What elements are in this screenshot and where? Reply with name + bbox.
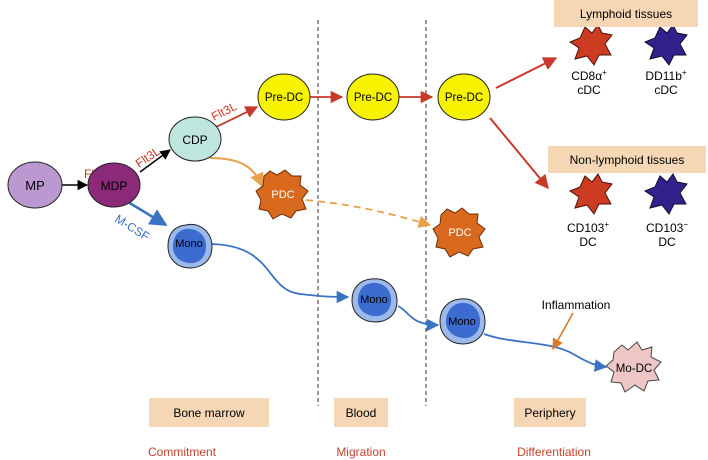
cd103-pos-dc-type: DC [579,235,597,249]
arrow-mono-periphery [397,305,440,332]
pdc-bone-marrow-label: PDC [271,189,294,201]
predc-bone-marrow-label: Pre-DC [265,92,303,104]
arrow-mono-modc [483,333,608,372]
cd103-pos-dc-cell [568,173,613,215]
mono-bone-marrow-nucleus [172,228,207,264]
arrow-inflammation [552,312,574,350]
mono-blood-label: Mono [360,294,388,306]
pdc-bone-marrow-cell [255,169,309,220]
mdp-label: MDP [101,179,128,193]
predc-bone-marrow-cell [257,73,311,121]
periphery-box [514,398,586,427]
arrow-mono-blood [211,243,350,304]
mono-blood-nucleus [357,282,392,317]
modc-cell [605,341,662,393]
mp-label: MP [25,178,45,193]
lymphoid-tissues-box [554,0,698,27]
arrow-pdc-periphery [305,199,432,228]
arrow-mdp-cdp [139,149,171,173]
bone-marrow-box [149,398,269,427]
predc-periphery-cell [437,73,491,121]
migration-label: Migration [336,445,385,459]
cd8-cdc-type: cDC [577,83,601,97]
cd103-neg-dc-type: DC [658,235,676,249]
cd11b-cdc-cell [643,24,688,66]
commitment-label: Commitment [148,445,217,459]
pdc-periphery-label: PDC [448,227,471,239]
bone-marrow-label: Bone marrow [173,406,245,420]
mp-cell [7,161,63,209]
cd11b-cdc-label: DD11b+ [645,68,686,83]
flt3l-label-cdp-predc: Flt3L [209,99,239,124]
cd103-neg-dc-cell [643,173,688,215]
predc-blood-cell [346,73,400,121]
cdp-cell [168,116,222,162]
cd103-pos-dc-label: CD103+ [567,220,609,235]
nonlymphoid-tissues-label: Non-lymphoid tissues [570,153,685,167]
blood-label: Blood [346,406,377,420]
arrow-cdp-predc [209,106,259,131]
mono-periphery-label: Mono [448,316,476,328]
mono-periphery-nucleus [445,302,481,339]
cd8-cdc-label: CD8α+ [571,68,607,83]
cd11b-cdc-type: cDC [654,83,678,97]
inflammation-label: Inflammation [542,298,611,312]
cd103-neg-dc-label: CD103− [646,220,688,235]
mcsf-label: M-CSF [112,212,152,244]
lymphoid-tissues-label: Lymphoid tissues [580,7,672,21]
differentiation-label: Differentiation [517,445,591,459]
nonlymphoid-tissues-box [548,146,706,173]
mdp-cell [87,162,141,208]
modc-label: Mo-DC [616,363,652,375]
arrow-cdp-pdc [209,157,264,188]
pdc-periphery-cell [432,207,486,258]
arrow-mdp-mono [127,200,168,227]
arrow-predc-lymphoid [495,57,558,89]
predc-blood-label: Pre-DC [354,92,392,104]
mono-bone-marrow-label: Mono [175,238,203,250]
cd8-cdc-cell [568,24,613,66]
cdp-label: CDP [182,133,207,147]
arrow-predc-nonlymphoid [489,117,549,190]
predc-periphery-label: Pre-DC [445,92,483,104]
periphery-label: Periphery [524,406,575,420]
blood-box [334,398,388,427]
